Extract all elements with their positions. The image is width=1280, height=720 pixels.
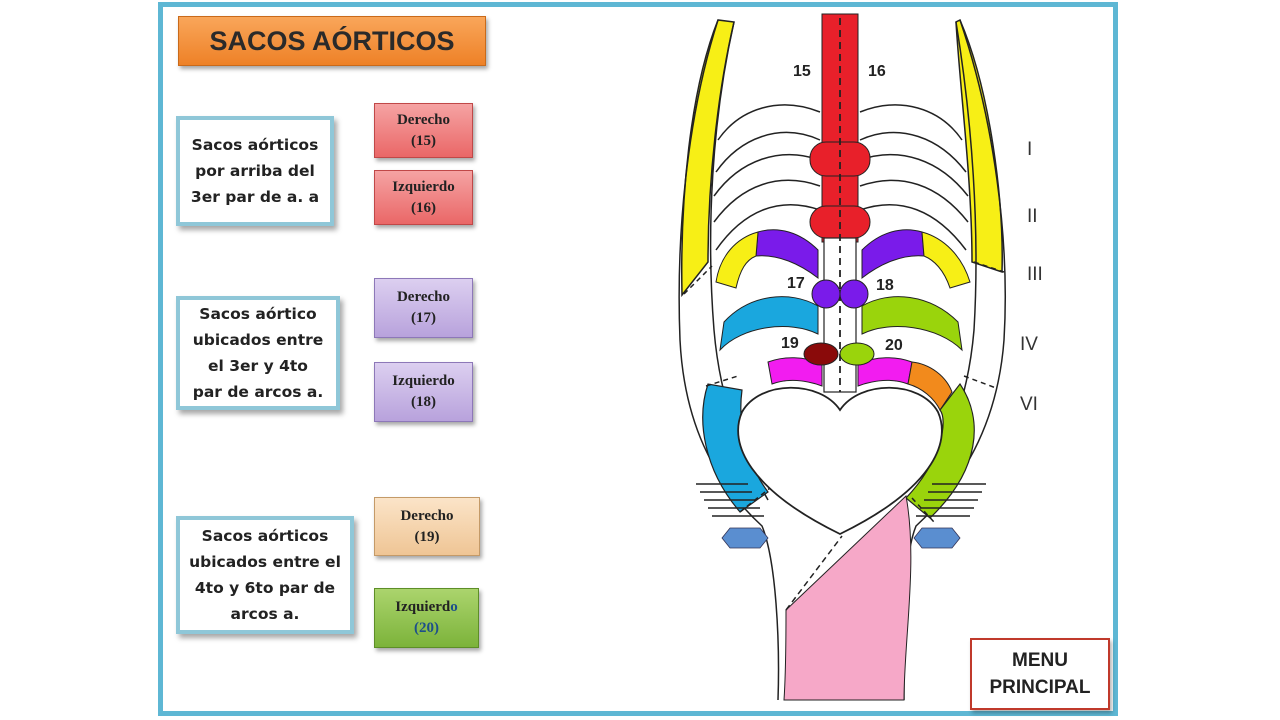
aortic-sac-19 — [803, 342, 839, 366]
left-sac-20-button[interactable]: Izquierdo (20) — [374, 588, 479, 648]
arch-label-VI: VI — [1020, 394, 1038, 415]
outer-outline-left — [678, 19, 780, 701]
label-15: 15 — [793, 63, 811, 80]
arch-label-I: I — [1027, 139, 1032, 160]
main-menu-button[interactable]: MENU PRINCIPAL — [970, 638, 1110, 710]
pill-label: Izquierdo — [392, 178, 455, 195]
description-box-2: Sacos aórtico ubicados entre el 3er y 4t… — [176, 296, 340, 410]
pill-label: Izquierdo — [395, 597, 458, 618]
aortic-sac-15-16-upper — [809, 141, 871, 177]
description-line: 4to y 6to par de — [194, 579, 336, 597]
pill-number: (18) — [411, 394, 436, 410]
right-connector — [913, 527, 961, 549]
label-19: 19 — [781, 335, 799, 352]
label-17: 17 — [787, 275, 805, 292]
pink-outflow-tract — [783, 495, 912, 701]
pill-number: (17) — [411, 310, 436, 326]
left-sixth-arch-magenta — [767, 357, 823, 387]
pill-label: Derecho — [396, 111, 451, 128]
label-16: 16 — [868, 63, 886, 80]
left-third-arch-yellow — [715, 231, 759, 289]
aortic-sac-18 — [839, 279, 869, 309]
pill-number: (15) — [411, 132, 436, 149]
aortic-sac-heart — [737, 386, 943, 536]
menu-line-2: PRINCIPAL — [989, 677, 1091, 698]
description-line: arcos a. — [230, 605, 300, 623]
pill-number: (19) — [414, 528, 440, 545]
label-18: 18 — [876, 277, 894, 294]
right-third-arch-purple — [861, 229, 925, 280]
pill-label-tail: o — [450, 599, 458, 615]
pill-label: Izquierdo — [392, 373, 455, 389]
aortic-sac-20 — [839, 342, 875, 366]
right-sac-15-button[interactable]: Derecho (15) — [374, 103, 473, 158]
arch-label-III: III — [1027, 264, 1043, 285]
left-third-arch-purple — [755, 229, 819, 280]
pharyngeal-lines — [696, 483, 986, 517]
description-line: Sacos aórtico — [199, 305, 317, 323]
pill-label-main: Izquierd — [395, 599, 451, 615]
description-line: ubicados entre — [192, 331, 324, 349]
left-connector — [721, 527, 769, 549]
right-third-arch-yellow — [921, 231, 971, 289]
description-line: par de arcos a. — [192, 383, 324, 401]
arch-label-IV: IV — [1020, 334, 1038, 355]
page-title: SACOS AÓRTICOS — [178, 16, 486, 66]
right-dorsal-aorta — [955, 18, 1003, 274]
description-line: el 3er y 4to — [208, 357, 308, 375]
right-sac-17-button[interactable]: Derecho (17) — [374, 278, 473, 338]
description-line: Sacos aórticos — [201, 527, 329, 545]
description-line: por arriba del — [195, 162, 315, 180]
arch-label-II: II — [1027, 206, 1038, 227]
upper-arches — [713, 104, 969, 251]
right-sac-19-button[interactable]: Derecho (19) — [374, 497, 480, 556]
right-fourth-arch-green — [861, 296, 963, 352]
aortic-sac-17 — [811, 279, 841, 309]
description-line: ubicados entre el — [189, 553, 341, 571]
left-sac-18-button[interactable]: Izquierdo (18) — [374, 362, 473, 422]
pill-label: Derecho — [400, 507, 454, 524]
pill-number: (20) — [414, 620, 439, 636]
left-sac-16-button[interactable]: Izquierdo (16) — [374, 170, 473, 225]
pill-number: (16) — [411, 199, 436, 216]
outer-outline-right — [903, 19, 1006, 701]
description-line: 3er par de a. a — [190, 188, 320, 206]
left-fourth-arch-blue — [719, 296, 819, 352]
label-20: 20 — [885, 337, 903, 354]
outflow-divider — [785, 535, 843, 611]
menu-line-1: MENU — [1012, 650, 1068, 671]
description-box-1: Sacos aórticos por arriba del 3er par de… — [176, 116, 334, 226]
pill-label: Derecho — [396, 289, 451, 305]
description-line: Sacos aórticos — [191, 136, 319, 154]
description-box-3: Sacos aórticos ubicados entre el 4to y 6… — [176, 516, 354, 634]
